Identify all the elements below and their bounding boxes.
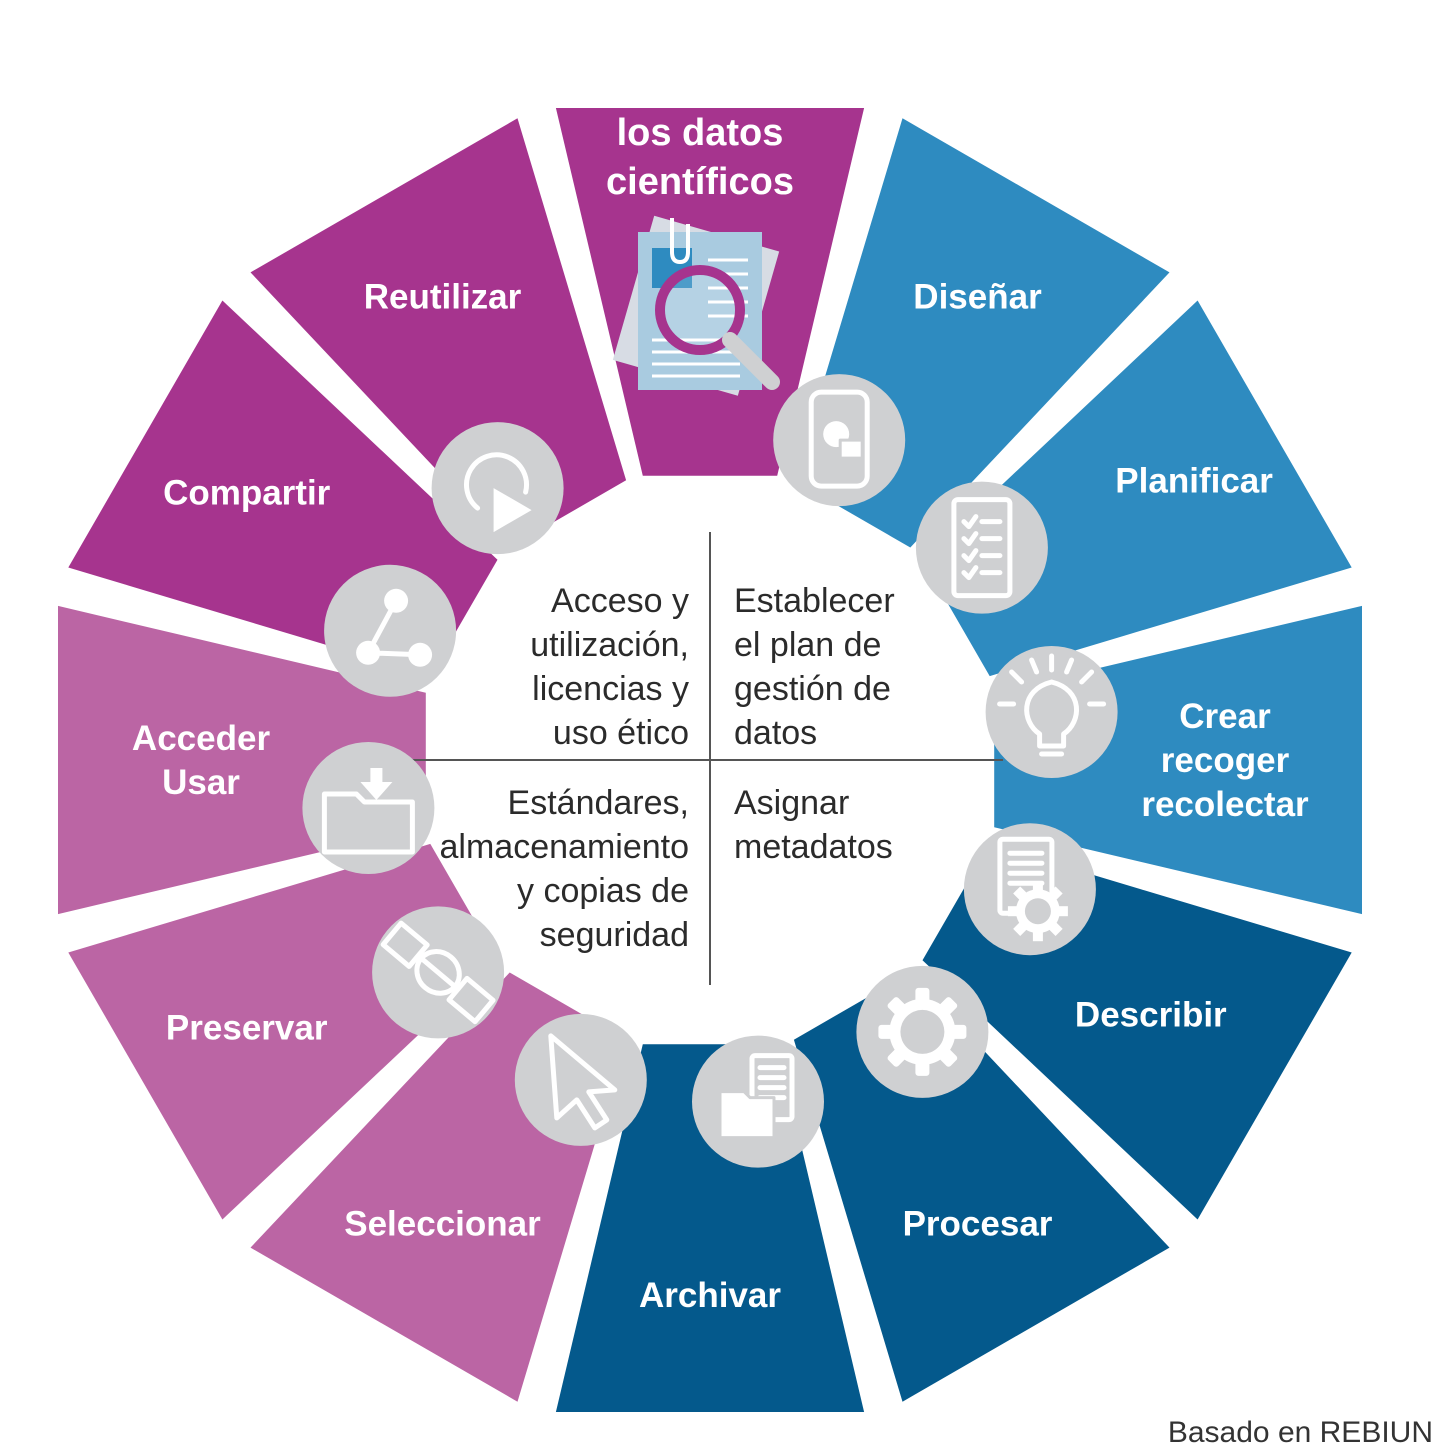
- cursor-icon: [514, 1013, 647, 1146]
- lightbulb-icon: [985, 646, 1118, 778]
- diagram-title-line: los datos: [617, 112, 784, 154]
- segment-label-line: Diseñar: [913, 278, 1042, 317]
- quadrant-access-text: Acceso y utilización, licencias y uso ético: [530, 582, 689, 752]
- quadrant-metadata-text-line: metadatos: [734, 828, 893, 866]
- segment-label-line: Usar: [162, 763, 240, 802]
- quadrant-storage-text: Estándares, almacenamiento y copias de segu…: [440, 784, 689, 954]
- segment-label-line: Acceder: [132, 719, 271, 758]
- checklist-icon: [915, 481, 1048, 614]
- segment-label: Preservar: [166, 1009, 328, 1048]
- document-magnifier-icon: [612, 215, 780, 396]
- segment-label: Planificar: [1115, 462, 1273, 501]
- quadrant-access-text-line: licencias y: [532, 670, 689, 708]
- segment-label: Archivar: [639, 1276, 781, 1315]
- share-icon: [324, 564, 457, 697]
- quadrant-plan-text: Establecer el plan de gestión de datos: [734, 582, 895, 752]
- diagram-title: Ciclo de los datos científicos: [606, 63, 794, 203]
- segment-label: Procesar: [903, 1204, 1053, 1243]
- quadrant-plan-text-line: gestión de: [734, 670, 891, 708]
- segment-label-line: Procesar: [903, 1204, 1053, 1243]
- quadrant-dividers: [410, 532, 1003, 985]
- segment-label: Seleccionar: [344, 1204, 541, 1243]
- segment-label-line: Archivar: [639, 1276, 781, 1315]
- quadrant-plan-text-line: el plan de: [734, 626, 881, 664]
- files-icon: [692, 1035, 824, 1168]
- segment-label: Describir: [1075, 996, 1227, 1035]
- quadrant-storage-text-line: y copias de: [517, 872, 689, 910]
- segment-label: Reutilizar: [364, 278, 522, 317]
- quadrant-access-text-line: uso ético: [553, 714, 689, 752]
- quadrant-metadata-text: Asignar metadatos: [734, 784, 893, 866]
- segment-label-line: Compartir: [163, 474, 331, 513]
- document-gear-icon: [963, 823, 1096, 956]
- segment-label-line: Seleccionar: [344, 1204, 541, 1243]
- icons-layer: [302, 374, 1118, 1168]
- quadrant-plan-text-line: Establecer: [734, 582, 895, 620]
- diagram-title-line: científicos: [606, 161, 794, 203]
- gear-icon: [856, 965, 989, 1098]
- design-icon: [773, 374, 906, 507]
- satellite-icon: [372, 906, 505, 1039]
- reuse-icon: [431, 422, 564, 555]
- segment-label: Compartir: [163, 474, 331, 513]
- segment-label-line: Describir: [1075, 996, 1227, 1035]
- source-credit: Basado en REBIUN: [1167, 1416, 1433, 1449]
- segment-label-line: Reutilizar: [364, 278, 522, 317]
- diagram-title-line: Ciclo de: [626, 63, 774, 105]
- quadrant-storage-text-line: seguridad: [540, 916, 689, 954]
- segment-label-line: Planificar: [1115, 462, 1273, 501]
- quadrant-metadata-text-line: Asignar: [734, 784, 849, 822]
- segment-label-line: recoger: [1161, 741, 1290, 780]
- quadrant-storage-text-line: Estándares,: [508, 784, 689, 822]
- quadrant-access-text-line: utilización,: [530, 626, 689, 664]
- quadrant-texts: Acceso y utilización, licencias y uso ético…: [440, 582, 895, 954]
- title-document-icon: [612, 215, 780, 396]
- segment-label-line: Preservar: [166, 1009, 328, 1048]
- segment-label: Crear recoger recolectar: [1141, 697, 1309, 824]
- folder-download-icon: [302, 742, 435, 874]
- quadrant-access-text-line: Acceso y: [551, 582, 689, 620]
- segment-label: Diseñar: [913, 278, 1042, 317]
- segment-label-line: Crear: [1179, 697, 1271, 736]
- segment-label-line: recolectar: [1141, 785, 1309, 824]
- quadrant-plan-text-line: datos: [734, 714, 817, 752]
- quadrant-storage-text-line: almacenamiento: [440, 828, 689, 866]
